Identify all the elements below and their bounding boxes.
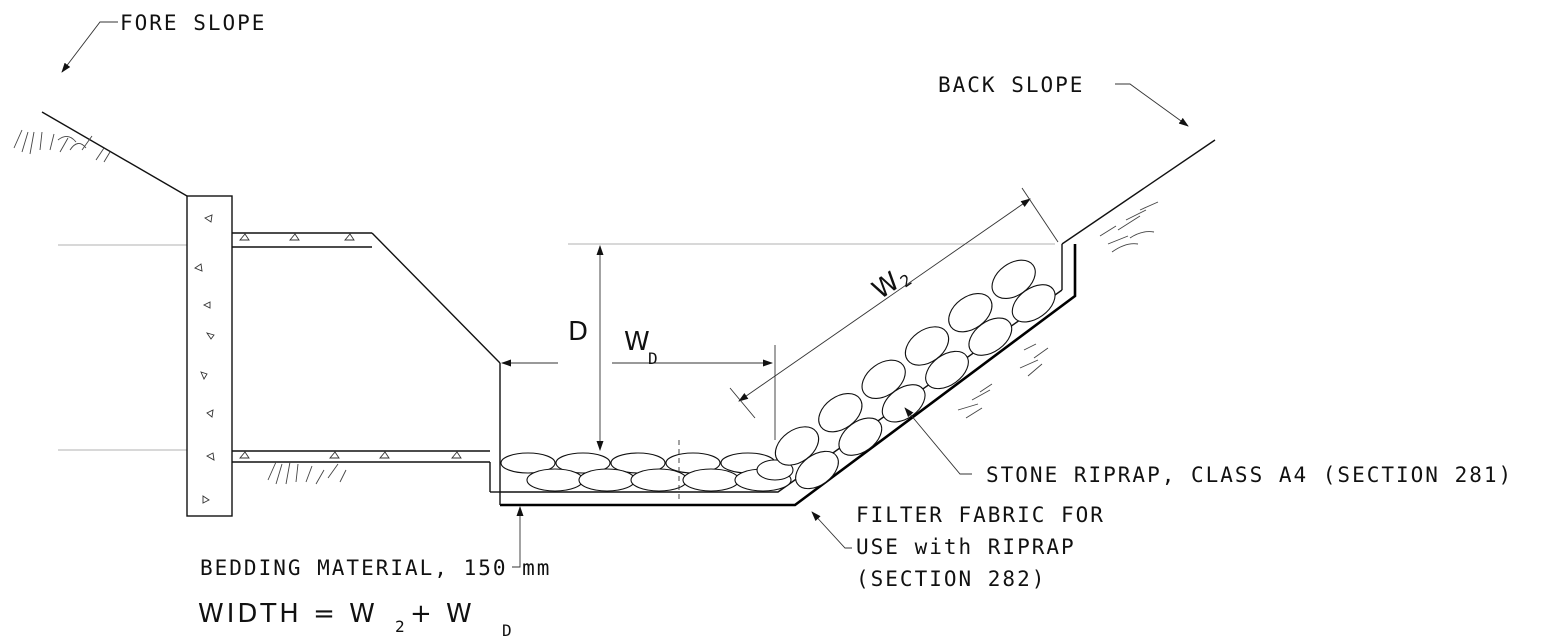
fore-slope-label: FORE SLOPE <box>120 11 266 35</box>
riprap-stones <box>500 259 1056 492</box>
filter-fabric-leader <box>811 511 852 549</box>
filter-fabric-label-line2: USE with RIPRAP <box>856 535 1076 559</box>
riprap-stone <box>578 468 636 492</box>
riprap-stone <box>555 452 611 474</box>
back-slope-leader <box>1115 83 1189 127</box>
svg-text:WIDTH = W: WIDTH = W <box>198 599 378 629</box>
svg-text:+ W: + W <box>410 599 475 629</box>
back-slope-label: BACK SLOPE <box>938 73 1084 97</box>
back-slope-line <box>1061 139 1216 245</box>
bedding-label: BEDDING MATERIAL, 150 mm <box>200 556 551 580</box>
concrete-wall <box>186 195 233 517</box>
width-2-extension-right <box>1021 187 1059 243</box>
riprap-stone <box>838 417 883 456</box>
riprap-stone <box>682 468 740 492</box>
width-formula: WIDTH = W 2 + W D <box>198 599 514 640</box>
fore-slope-leader <box>61 21 118 73</box>
ground-hatch-icon <box>13 129 1159 485</box>
width-2-extension-left <box>729 387 756 419</box>
filter-fabric-label-line3: (SECTION 282) <box>856 567 1046 591</box>
riprap-stone <box>500 452 556 474</box>
width-d-subscript: D <box>648 349 660 368</box>
depth-label: D <box>568 317 588 347</box>
channel-slope-line <box>371 232 501 364</box>
riprap-stone <box>795 450 839 490</box>
bedding-leader <box>512 506 524 568</box>
riprap-stone <box>526 468 584 492</box>
filter-fabric-label-line1: FILTER FABRIC FOR <box>856 503 1105 527</box>
stone-riprap-leader <box>904 407 972 475</box>
concrete-aggregate-marks <box>194 214 462 504</box>
svg-text:D: D <box>502 621 514 640</box>
stone-riprap-label: STONE RIPRAP, CLASS A4 (SECTION 281) <box>986 463 1513 487</box>
fore-slope-line <box>41 111 188 197</box>
width-2-dimension-line <box>738 198 1031 402</box>
svg-text:2: 2 <box>395 617 407 636</box>
width-d-label: W <box>624 327 650 357</box>
